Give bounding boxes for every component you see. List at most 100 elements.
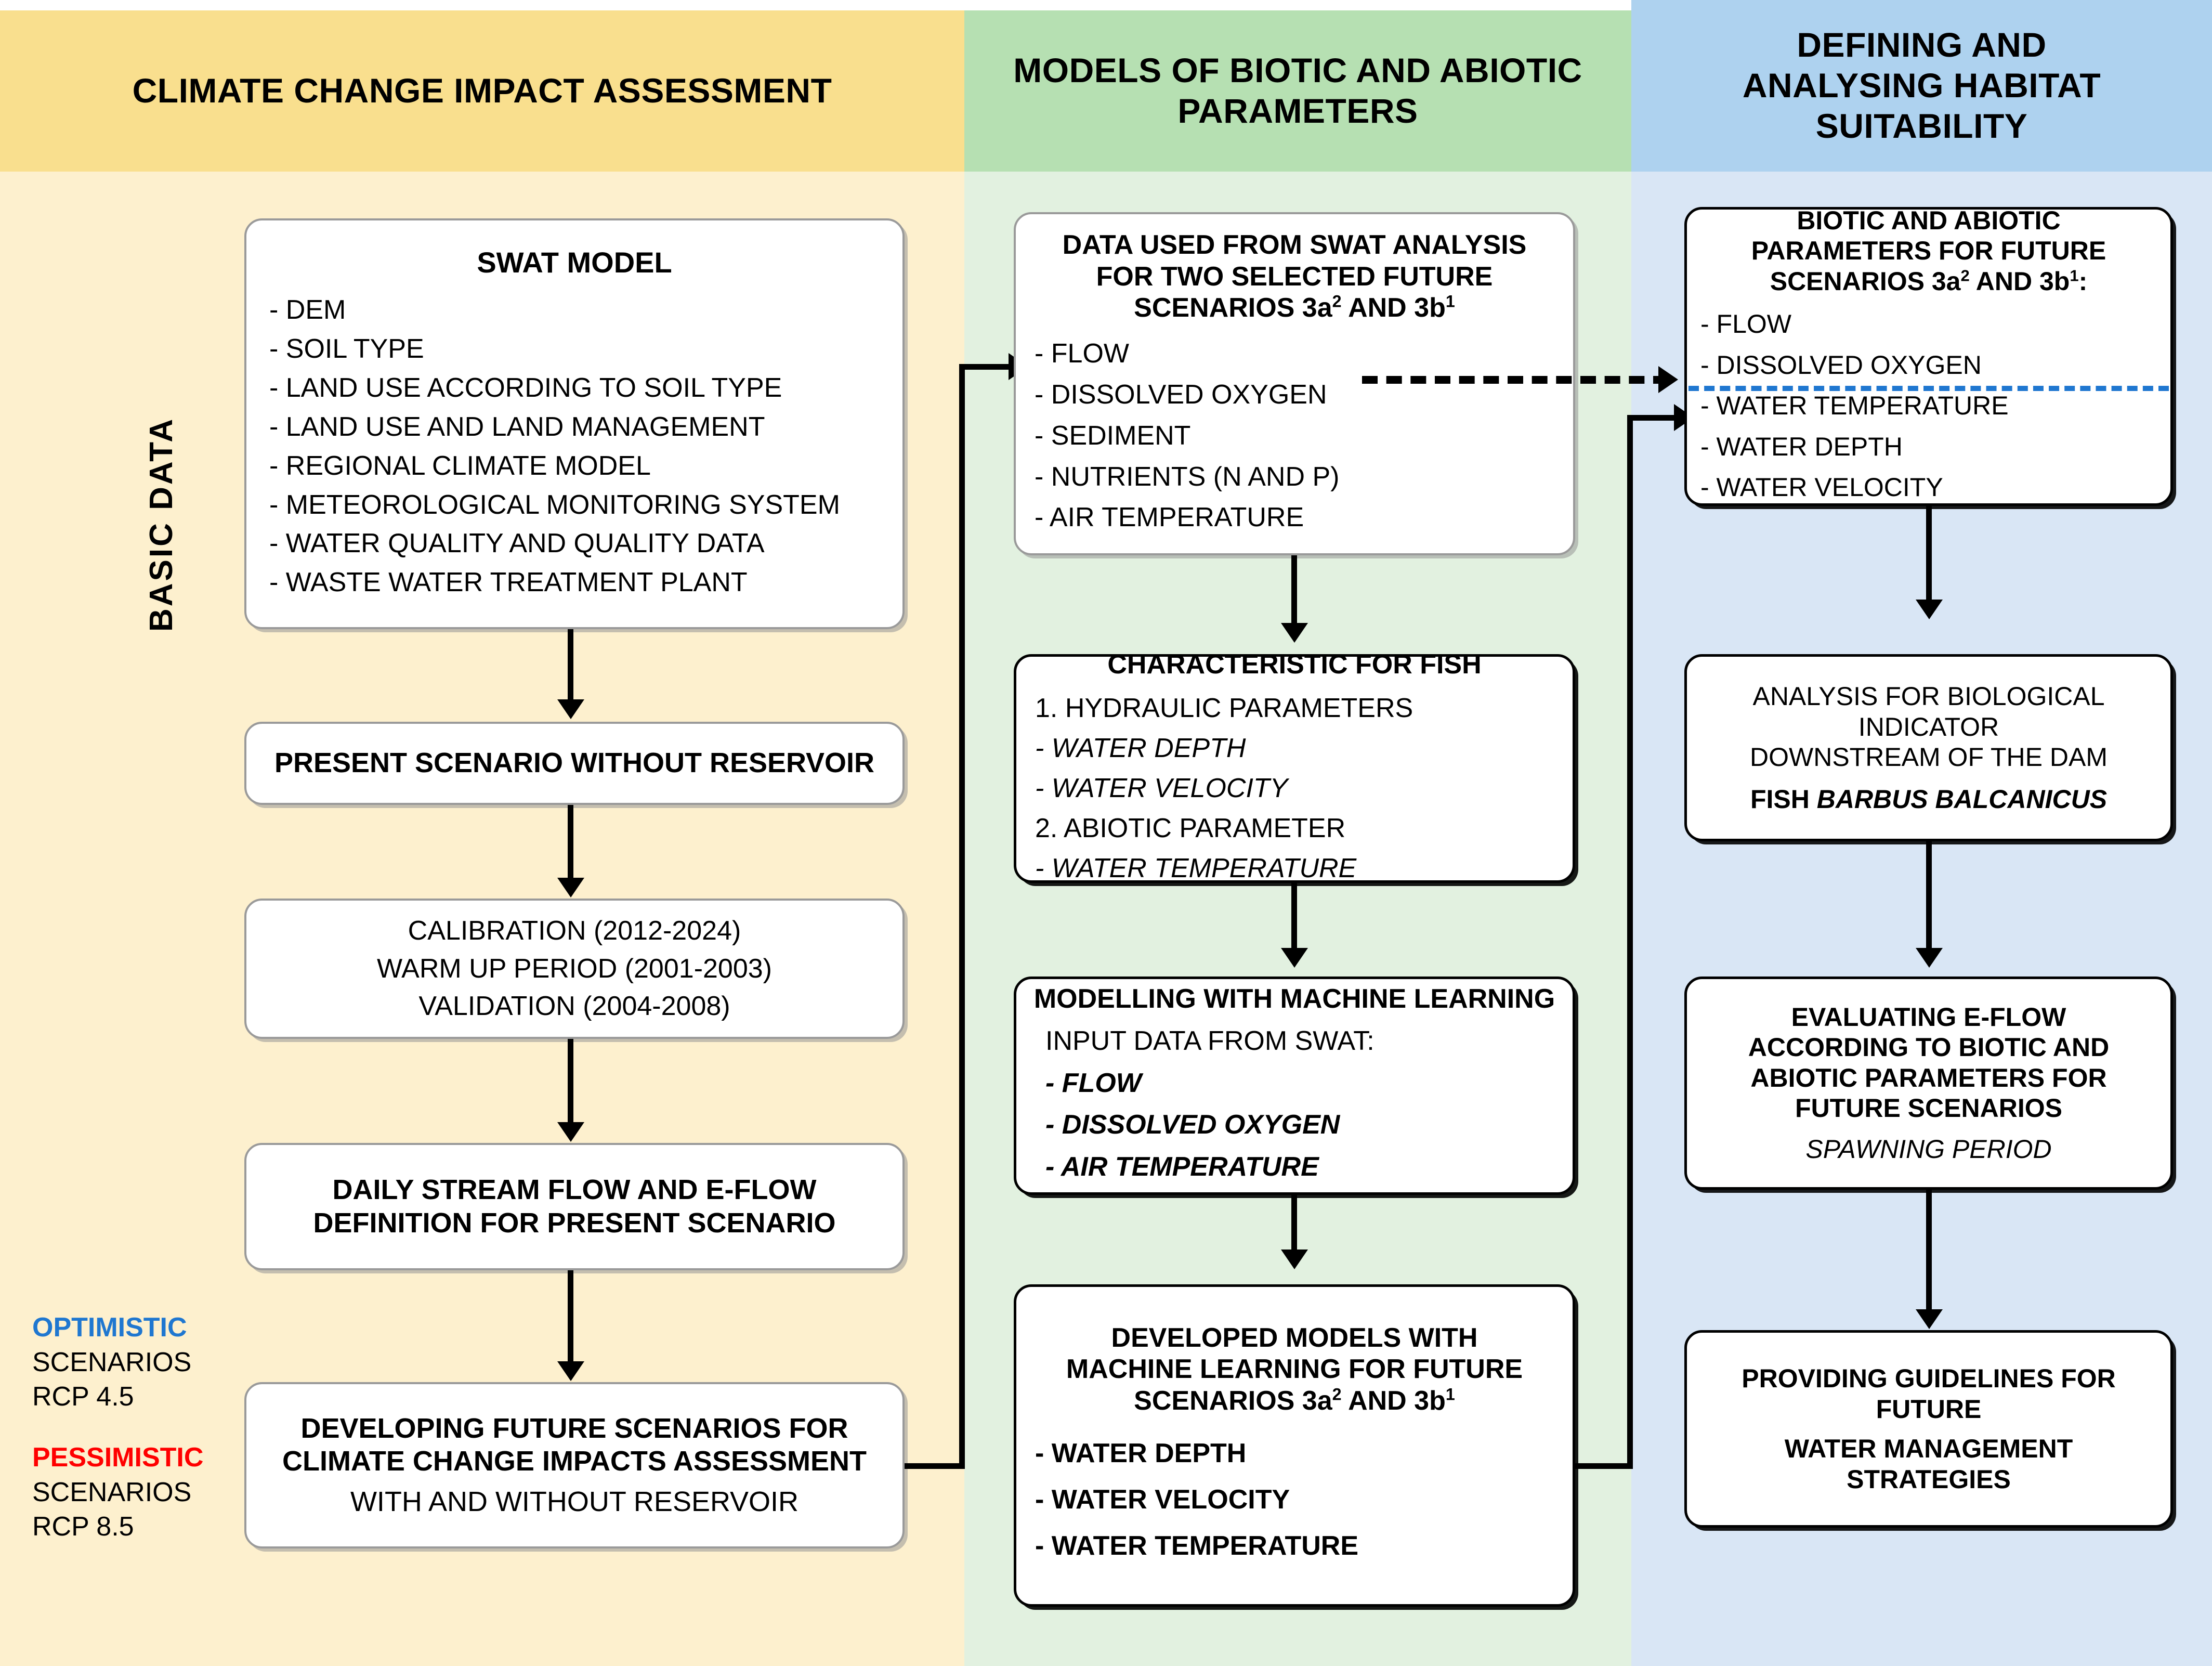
node-providing-guidelines[interactable]: PROVIDING GUIDELINES FOR FUTURE WATER MA… xyxy=(1684,1330,2173,1528)
modelling-ml-item: - FLOW xyxy=(1045,1068,1142,1098)
biotic-title-line1: BIOTIC AND ABIOTIC xyxy=(1797,205,2061,235)
biotic-item: - WATER VELOCITY xyxy=(1700,473,1943,502)
swat-item: - LAND USE AND LAND MANAGEMENT xyxy=(269,411,765,442)
legend-pessimistic: PESSIMISTIC SCENARIOS RCP 8.5 xyxy=(32,1440,203,1544)
evaluating-sub: SPAWNING PERIOD xyxy=(1805,1134,2052,1164)
connector-biological-to-evaluating xyxy=(1926,841,1932,953)
developed-models-line3-mid: AND 3b xyxy=(1341,1386,1446,1416)
developed-models-line3: SCENARIOS 3a2 AND 3b1 xyxy=(1035,1385,1554,1417)
basic-data-label: BASIC DATA xyxy=(143,417,179,632)
evaluating-line3: ABIOTIC PARAMETERS FOR xyxy=(1750,1063,2107,1092)
legend-optimistic-line2: RCP 4.5 xyxy=(32,1382,134,1412)
swat-data-title-line3-pre: SCENARIOS 3a xyxy=(1134,293,1332,323)
blue-dashed-divider xyxy=(1689,386,2169,391)
node-developed-models[interactable]: DEVELOPED MODELS WITH MACHINE LEARNING F… xyxy=(1014,1284,1575,1607)
swat-data-title-line3-mid: AND 3b xyxy=(1341,293,1446,323)
connector-swat-to-present xyxy=(568,629,573,705)
node-characteristic-for-fish[interactable]: CHARACTERISTIC FOR FISH 1. HYDRAULIC PAR… xyxy=(1014,649,1575,883)
biological-line1: ANALYSIS FOR BIOLOGICAL xyxy=(1752,682,2105,711)
fish-characteristics-title: CHARACTERISTIC FOR FISH xyxy=(1107,649,1482,680)
connector-present-to-calibration xyxy=(568,805,573,883)
legend-pessimistic-line1: SCENARIOS xyxy=(32,1477,192,1507)
biotic-item: - DISSOLVED OXYGEN xyxy=(1700,350,1982,380)
evaluating-line1: EVALUATING E-FLOW xyxy=(1791,1002,2066,1032)
node-biological-indicator[interactable]: ANALYSIS FOR BIOLOGICAL INDICATOR DOWNST… xyxy=(1684,654,2173,841)
node-daily-stream-flow[interactable]: DAILY STREAM FLOW AND E-FLOW DEFINITION … xyxy=(244,1143,905,1270)
swat-item: - DEM xyxy=(269,295,346,326)
column-header-habitat: DEFINING AND ANALYSING HABITAT SUITABILI… xyxy=(1631,0,2212,172)
swat-item: - WATER QUALITY AND QUALITY DATA xyxy=(269,528,765,559)
swat-data-item: - NUTRIENTS (N AND P) xyxy=(1035,461,1340,492)
swat-data-item: - DISSOLVED OXYGEN xyxy=(1035,380,1327,410)
swat-item: - REGIONAL CLIMATE MODEL xyxy=(269,450,651,481)
connector-fish-to-modelling xyxy=(1291,883,1297,953)
biotic-title-line3-pre: SCENARIOS 3a xyxy=(1770,266,1961,296)
swat-data-sup-1: 2 xyxy=(1332,292,1342,311)
fish-item: 1. HYDRAULIC PARAMETERS xyxy=(1035,693,1413,724)
future-scenarios-line1: DEVELOPING FUTURE SCENARIOS FOR xyxy=(300,1413,848,1444)
legend-optimistic: OPTIMISTIC SCENARIOS RCP 4.5 xyxy=(32,1310,191,1414)
modelling-ml-title: MODELLING WITH MACHINE LEARNING xyxy=(1033,983,1555,1014)
guidelines-line4: STRATEGIES xyxy=(1847,1464,2011,1494)
node-biotic-abiotic-parameters[interactable]: BIOTIC AND ABIOTIC PARAMETERS FOR FUTURE… xyxy=(1684,205,2173,506)
developed-models-item: - WATER DEPTH xyxy=(1035,1438,1247,1468)
connector-middle-to-right-h2 xyxy=(1627,415,1679,421)
column-header-habitat-label: DEFINING AND ANALYSING HABITAT SUITABILI… xyxy=(1742,25,2101,145)
node-present-scenario-title: PRESENT SCENARIO WITHOUT RESERVOIR xyxy=(274,747,875,779)
node-evaluating-eflow[interactable]: EVALUATING E-FLOW ACCORDING TO BIOTIC AN… xyxy=(1684,977,2173,1190)
developed-models-sup-2: 1 xyxy=(1445,1385,1455,1404)
fish-item: 2. ABIOTIC PARAMETER xyxy=(1035,813,1346,843)
arrow-modelling-to-developed xyxy=(1281,1250,1308,1269)
node-calibration[interactable]: CALIBRATION (2012-2024) WARM UP PERIOD (… xyxy=(244,899,905,1039)
column-header-models: MODELS OF BIOTIC AND ABIOTIC PARAMETERS xyxy=(964,10,1631,172)
fish-item: - WATER DEPTH xyxy=(1035,733,1246,764)
biological-line4-species: BARBUS BALCANICUS xyxy=(1816,784,2108,814)
developed-models-line3-pre: SCENARIOS 3a xyxy=(1134,1386,1332,1416)
biotic-title-line3: SCENARIOS 3a2 AND 3b1: xyxy=(1700,266,2157,297)
developed-models-item: - WATER TEMPERATURE xyxy=(1035,1530,1359,1561)
biological-line4: FISH BARBUS BALCANICUS xyxy=(1699,784,2158,815)
arrow-biotic-to-biological xyxy=(1916,600,1943,619)
node-modelling-machine-learning[interactable]: MODELLING WITH MACHINE LEARNING INPUT DA… xyxy=(1014,977,1575,1195)
future-scenarios-line2: CLIMATE CHANGE IMPACTS ASSESSMENT xyxy=(282,1446,867,1477)
node-swat-data-used[interactable]: DATA USED FROM SWAT ANALYSIS FOR TWO SEL… xyxy=(1014,212,1575,555)
daily-flow-line2: DEFINITION FOR PRESENT SCENARIO xyxy=(313,1207,836,1239)
arrow-fish-to-modelling xyxy=(1281,948,1308,968)
connector-middle-to-right-v xyxy=(1627,415,1633,1469)
arrow-evaluating-to-guidelines xyxy=(1916,1309,1943,1329)
connector-middle-to-right-h1 xyxy=(1575,1463,1632,1469)
biotic-item: - FLOW xyxy=(1700,309,1791,339)
swat-data-item: - SEDIMENT xyxy=(1035,420,1191,451)
connector-biotic-to-biological xyxy=(1926,506,1932,605)
legend-pessimistic-title: PESSIMISTIC xyxy=(32,1442,204,1473)
arrow-dailyflow-to-future xyxy=(557,1361,584,1381)
swat-data-title-line1: DATA USED FROM SWAT ANALYSIS xyxy=(1062,229,1527,260)
node-swat-model-title: SWAT MODEL xyxy=(477,245,672,279)
biotic-title-line3-mid: AND 3b xyxy=(1969,266,2070,296)
node-swat-model[interactable]: SWAT MODEL - DEM - SOIL TYPE - LAND USE … xyxy=(244,218,905,629)
swat-item: - SOIL TYPE xyxy=(269,334,424,365)
modelling-ml-item: - AIR TEMPERATURE xyxy=(1045,1152,1319,1182)
modelling-ml-item: - DISSOLVED OXYGEN xyxy=(1045,1110,1340,1140)
swat-data-item: - FLOW xyxy=(1035,339,1129,369)
arrow-calibration-to-dailyflow xyxy=(557,1122,584,1142)
evaluating-line4: FUTURE SCENARIOS xyxy=(1795,1094,2062,1123)
developed-models-line1: DEVELOPED MODELS WITH xyxy=(1111,1322,1478,1353)
connector-left-to-middle-v xyxy=(959,364,965,1469)
modelling-ml-subtitle: INPUT DATA FROM SWAT: xyxy=(1045,1025,1375,1056)
biotic-item: - WATER TEMPERATURE xyxy=(1700,391,2009,420)
arrow-dashed-swat-to-biotic xyxy=(1658,366,1678,393)
biological-line4-pre: FISH xyxy=(1750,784,1817,814)
connector-swatdata-to-fish xyxy=(1291,555,1297,628)
swat-data-sup-2: 1 xyxy=(1445,292,1455,311)
swat-item: - WASTE WATER TREATMENT PLANT xyxy=(269,567,748,598)
node-present-scenario[interactable]: PRESENT SCENARIO WITHOUT RESERVOIR xyxy=(244,722,905,805)
fish-item: - WATER VELOCITY xyxy=(1035,773,1288,803)
developed-models-sup-1: 2 xyxy=(1332,1385,1342,1404)
fish-item: - WATER TEMPERATURE xyxy=(1035,853,1357,883)
arrow-swat-to-present xyxy=(557,699,584,719)
calibration-line: CALIBRATION (2012-2024) xyxy=(408,915,741,946)
node-developing-future-scenarios[interactable]: DEVELOPING FUTURE SCENARIOS FOR CLIMATE … xyxy=(244,1382,905,1548)
connector-dailyflow-to-future xyxy=(568,1270,573,1366)
guidelines-line3: WATER MANAGEMENT xyxy=(1784,1434,2073,1463)
